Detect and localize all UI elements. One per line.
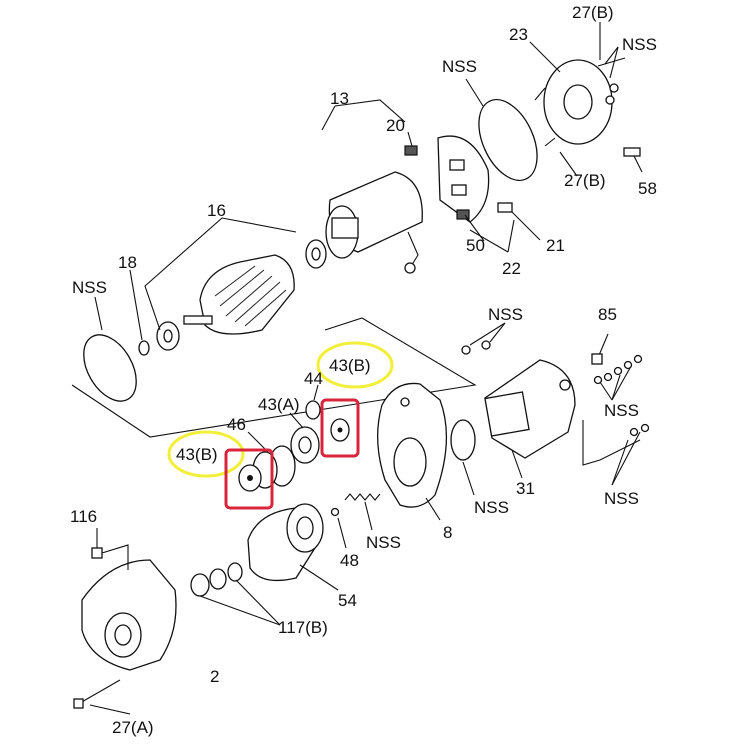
highlight-circle-43b-left [167,430,245,478]
label-43b-right: 43(B) [329,356,371,375]
highlight-box-43b-left [224,448,274,510]
label-44: 44 [304,369,323,388]
label-27b-top: 27(B) [572,3,614,22]
part-43b-washer-right-hole [337,427,343,433]
label-2: 2 [210,667,219,686]
label-20: 20 [386,116,405,135]
label-8: 8 [443,523,452,542]
highlight-circle-43b-right [316,341,394,389]
label-nss-mid: NSS [488,305,523,324]
seal-ring-nss [450,419,476,461]
label-27b-mid: 27(B) [564,171,606,190]
part-18-washer [138,340,150,356]
terminal-lead [582,420,641,466]
part-16-armature [156,239,327,351]
label-nss-right-mid: NSS [604,401,639,420]
part-48-ball [330,507,340,517]
part-117b-washer-3 [227,562,243,582]
part-54-clutch [247,503,324,582]
part-27a-bolt [73,679,121,709]
o-ring-top [478,98,538,182]
part-22-brush-holder [404,135,513,223]
label-46: 46 [227,415,246,434]
nss-nuts-right [593,354,650,437]
label-43a: 43(A) [258,395,300,414]
part-116-bolt [91,528,129,570]
label-nss-right-low: NSS [604,489,639,508]
highlight-box-43b-right [320,398,360,458]
label-22: 22 [502,259,521,278]
label-116: 116 [70,507,97,526]
bracket-armature-group [71,317,477,438]
label-18: 18 [118,253,137,272]
label-58: 58 [638,179,657,198]
part-117b-washer-1 [190,573,210,597]
part-8-center-housing [377,382,448,508]
label-50: 50 [466,236,485,255]
label-23: 23 [509,25,528,44]
label-nss-top-right: NSS [622,35,657,54]
part-13-yoke [325,171,423,274]
part-43a-gear [290,426,320,464]
label-31: 31 [516,479,535,498]
leader-lines [89,22,643,715]
label-85: 85 [598,305,617,324]
label-nss-left: NSS [72,278,107,297]
label-nss-oring-top: NSS [442,57,477,76]
part-85-bolt [591,333,609,365]
label-43b-left: 43(B) [176,445,218,464]
label-nss-ring: NSS [474,498,509,517]
part-117b-washer-2 [209,568,227,590]
part-23-rear-cover [534,57,626,147]
label-21: 21 [546,236,565,255]
label-16: 16 [207,201,226,220]
part-31-solenoid [484,359,576,459]
part-44-gear [305,400,321,420]
part-58-bolt [623,147,641,157]
label-13: 13 [330,89,349,108]
label-117b: 117(B) [278,618,328,637]
label-48: 48 [340,551,359,570]
nss-spring [344,493,381,501]
label-nss-spring: NSS [366,533,401,552]
o-ring-left [83,334,137,402]
part-2-front-housing [81,559,177,671]
label-27a: 27(A) [112,718,154,737]
nss-nuts-top [461,340,491,355]
part-43b-washer-left-hole [247,475,253,481]
label-54: 54 [338,591,357,610]
